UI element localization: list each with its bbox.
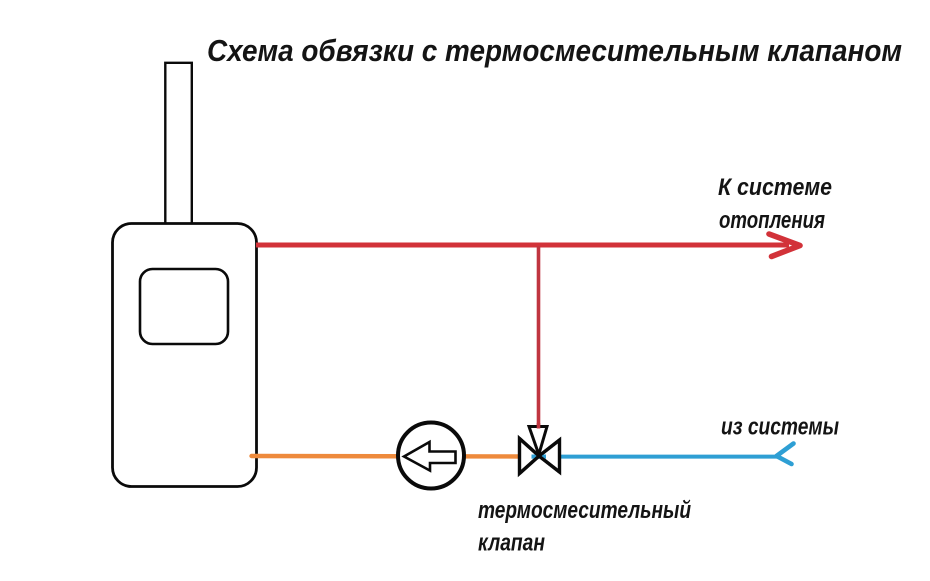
svg-text:термосмесительный: термосмесительный	[478, 497, 691, 524]
svg-text:К системе: К системе	[718, 174, 832, 201]
svg-text:Схема обвязки с термосмеситель: Схема обвязки с термосмесительным клапан…	[207, 33, 902, 68]
svg-text:клапан: клапан	[478, 530, 545, 557]
svg-text:отопления: отопления	[719, 207, 825, 234]
svg-text:из системы: из системы	[721, 414, 839, 441]
